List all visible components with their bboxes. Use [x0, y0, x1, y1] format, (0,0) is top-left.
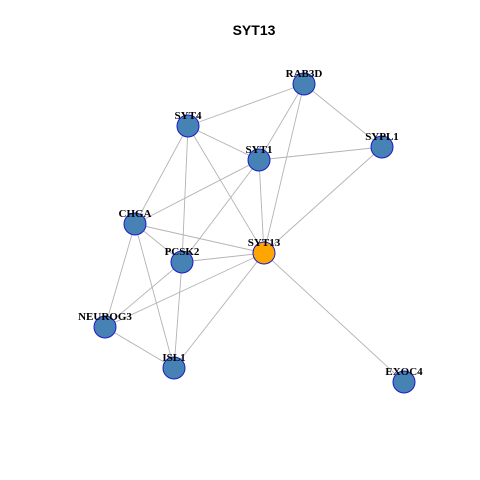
- node-label-rab3d: RAB3D: [286, 68, 323, 80]
- edge-syt13-neurog3: [104, 252, 265, 328]
- edge-rab3d-syt13: [263, 83, 305, 254]
- node-label-exoc4: EXOC4: [385, 366, 423, 378]
- edge-rab3d-syt4: [187, 83, 305, 127]
- edge-chga-neurog3: [104, 223, 136, 328]
- edge-syt4-pcsk2: [181, 125, 189, 263]
- node-label-syt13: SYT13: [248, 237, 281, 249]
- node-isl1: [162, 356, 186, 380]
- node-syt13: [252, 241, 276, 265]
- edge-syt1-syt13: [258, 159, 265, 254]
- nodes-layer: [93, 72, 416, 394]
- node-syt4: [176, 114, 200, 138]
- node-neurog3: [93, 315, 117, 339]
- node-label-neurog3: NEUROG3: [78, 311, 132, 323]
- node-label-sypl1: SYPL1: [365, 131, 399, 143]
- edge-syt1-pcsk2: [181, 159, 260, 263]
- edge-neurog3-isl1: [104, 326, 175, 369]
- node-exoc4: [392, 370, 416, 394]
- node-syt1: [247, 148, 271, 172]
- node-pcsk2: [170, 250, 194, 274]
- node-label-pcsk2: PCSK2: [165, 246, 200, 258]
- node-chga: [123, 212, 147, 236]
- edge-pcsk2-syt13: [181, 252, 265, 263]
- edge-pcsk2-isl1: [173, 261, 183, 369]
- edge-syt4-syt13: [187, 125, 265, 254]
- edge-syt4-chga: [134, 125, 189, 225]
- edge-rab3d-sypl1: [303, 83, 383, 148]
- node-label-syt4: SYT4: [175, 110, 202, 122]
- edge-syt1-chga: [134, 159, 260, 225]
- node-label-syt1: SYT1: [246, 144, 273, 156]
- edge-sypl1-syt13: [263, 146, 383, 254]
- edge-syt13-exoc4: [263, 252, 405, 383]
- edge-syt1-sypl1: [258, 146, 383, 161]
- node-label-chga: CHGA: [119, 208, 152, 220]
- edge-rab3d-syt1: [258, 83, 305, 161]
- edge-chga-syt13: [134, 223, 265, 254]
- edge-pcsk2-neurog3: [104, 261, 183, 328]
- edge-syt4-syt1: [187, 125, 260, 161]
- edge-chga-isl1: [134, 223, 175, 369]
- edge-syt13-isl1: [173, 252, 265, 369]
- diagram-title: SYT13: [233, 22, 276, 38]
- node-rab3d: [292, 72, 316, 96]
- node-label-isl1: ISL1: [162, 352, 185, 364]
- node-sypl1: [370, 135, 394, 159]
